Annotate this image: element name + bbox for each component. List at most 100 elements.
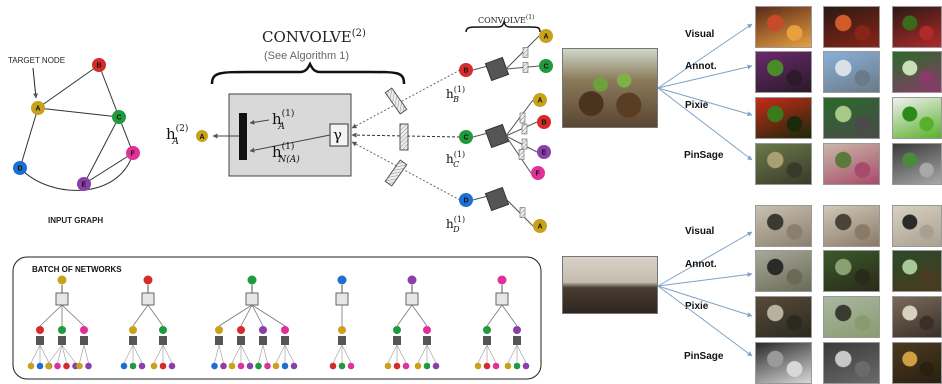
tree-root [57, 275, 67, 285]
tree-leaf [255, 362, 262, 370]
weight-block [518, 149, 525, 160]
svg-text:B: B [542, 120, 547, 127]
h-a-output: h(2)A [166, 123, 188, 147]
convolve1-brace [465, 19, 541, 33]
tree-leaf [76, 362, 83, 370]
top-arrow [657, 87, 753, 161]
tree-root [497, 275, 507, 285]
top-result-thumbnail [892, 143, 942, 185]
svg-text:C: C [544, 64, 549, 71]
tree-leaf [129, 362, 137, 370]
tree-aggregator [55, 292, 69, 306]
node-c: C [459, 130, 473, 144]
tree-leaf [246, 362, 254, 370]
tree-dense [80, 336, 88, 345]
convolve1-title: CONVOLVE(1) [478, 14, 534, 25]
batch-tree [474, 275, 530, 370]
bottom-result-thumbnail [823, 296, 880, 338]
tree-child [281, 326, 289, 334]
tree-leaf [492, 362, 500, 370]
tree-leaf [432, 362, 440, 370]
svg-text:F: F [536, 171, 541, 178]
graph-node-label: E [82, 182, 87, 189]
tree-leaf [264, 362, 271, 370]
tree-dense [237, 336, 245, 345]
tree-leaf [138, 362, 146, 370]
top-result-thumbnail [755, 51, 812, 93]
concat-bar [239, 113, 247, 160]
tree-leaf [423, 362, 431, 370]
node-a: A [533, 219, 547, 233]
target-node-label: TARGET NODE [8, 56, 65, 65]
node-b: B [537, 115, 551, 129]
svg-text:A: A [538, 224, 543, 231]
top-method-label: Annot. [685, 61, 717, 72]
top-result-thumbnail [892, 51, 942, 93]
tree-dense [483, 336, 491, 345]
tree-dense [393, 336, 401, 345]
tree-child [58, 326, 66, 334]
tree-leaf [54, 362, 61, 370]
weight-block [519, 112, 526, 124]
bottom-result-thumbnail [892, 205, 942, 247]
svg-text:E: E [542, 150, 547, 157]
graph-node-d: D [13, 161, 27, 175]
tree-leaf [27, 362, 35, 370]
tree-dense [58, 336, 66, 345]
dense-layer [484, 123, 510, 149]
batch-of-networks: BATCH OF NETWORKS [12, 256, 542, 380]
graph-node-label: F [131, 151, 136, 158]
bottom-method-label: Annot. [685, 259, 717, 270]
tree-aggregator [495, 292, 509, 306]
bottom-method-label: Pixie [685, 301, 709, 312]
hatched-weight [384, 159, 408, 187]
tree-child [159, 326, 167, 334]
target-arrow [32, 67, 39, 99]
tree-leaf [211, 362, 218, 370]
tree-leaf [237, 362, 245, 370]
bottom-arrow [657, 285, 753, 357]
tree-child [215, 326, 223, 334]
bottom-result-thumbnail [823, 205, 880, 247]
tree-dense [259, 336, 267, 345]
tree-child [129, 326, 137, 334]
retrieval-arrows: VisualAnnot.PixiePinSageVisualAnnot.Pixi… [657, 23, 753, 362]
tree-aggregator [335, 292, 349, 306]
graph-node-label: B [97, 63, 102, 70]
top-result-thumbnail [823, 51, 880, 93]
tree-leaf [36, 362, 44, 370]
graph-node-label: C [117, 115, 122, 122]
tree-dense [513, 336, 521, 345]
tree-child [423, 326, 431, 334]
convolve2-subtitle: (See Algorithm 1) [264, 50, 349, 62]
input-graph-title: INPUT GRAPH [48, 216, 103, 225]
batch-title: BATCH OF NETWORKS [32, 265, 122, 274]
top-arrow [657, 64, 753, 89]
node-a: A [539, 29, 553, 43]
node-d: D [459, 193, 473, 207]
dense-layer [484, 186, 510, 212]
svg-text:A: A [538, 98, 543, 105]
bottom-result-thumbnail [755, 250, 812, 292]
tree-leaf [228, 362, 236, 370]
top-result-thumbnail [755, 97, 812, 139]
gamma-symbol: γ [333, 126, 342, 144]
graph-edges [19, 64, 134, 191]
bottom-result-thumbnail [892, 342, 942, 384]
tree-leaf [513, 362, 521, 370]
query-image-2 [562, 256, 658, 314]
tree-leaf [150, 362, 158, 370]
top-result-thumbnail [755, 6, 812, 48]
tree-dense [36, 336, 44, 345]
bottom-result-thumbnail [755, 342, 812, 384]
svg-text:B: B [464, 68, 469, 75]
tree-leaf [85, 362, 92, 370]
svg-text:C: C [464, 135, 469, 142]
hatched-weight [384, 87, 408, 115]
top-result-thumbnail [892, 6, 942, 48]
query-image-1 [562, 48, 658, 128]
bottom-result-thumbnail [892, 250, 942, 292]
